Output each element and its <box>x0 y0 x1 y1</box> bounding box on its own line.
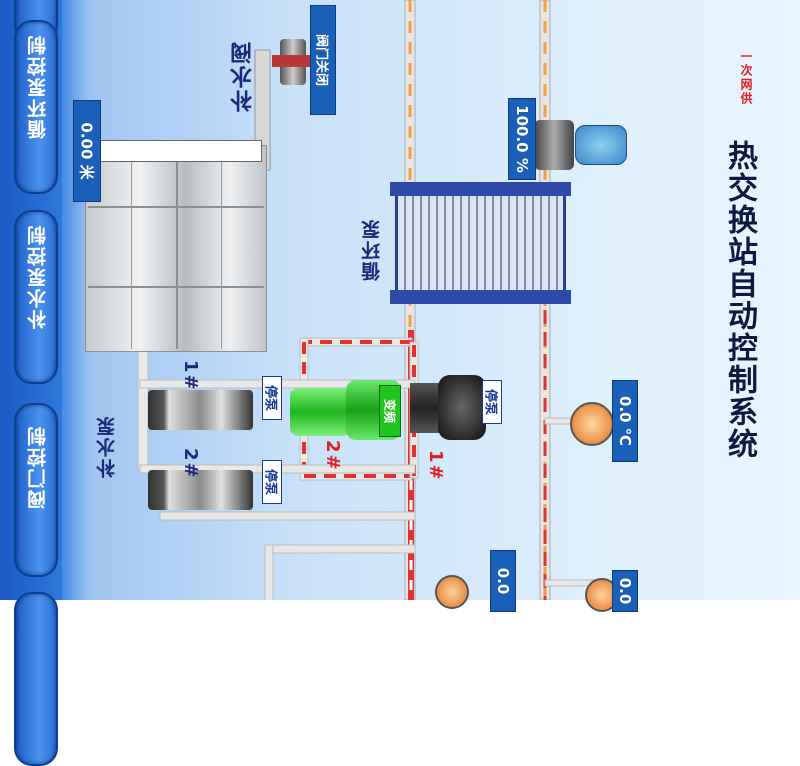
valve-status-text: 阀门关闭 <box>313 33 329 87</box>
control-valve[interactable] <box>534 120 574 170</box>
primary-network-label: 一次网供 <box>739 50 753 106</box>
pressure-readout-2: 0.0 <box>612 570 638 612</box>
valve-actuator <box>575 125 627 165</box>
tank-level-readout: 0.00 米 <box>73 100 101 202</box>
nav-button-bottom[interactable] <box>14 592 58 766</box>
makeup-pump-2-status[interactable]: 停泵 <box>262 460 282 504</box>
nav-button-circulation-pump[interactable]: 循环泵控制 <box>14 20 58 194</box>
plate-heat-exchanger <box>390 182 571 304</box>
pressure-value-1: 0.0 <box>494 567 512 595</box>
circulation-pump-1[interactable] <box>410 375 486 440</box>
valve-opening-readout: 100.0 % <box>508 98 536 180</box>
makeup-valve-label: 补水阀 <box>231 40 256 112</box>
tank-level-value: 0.00 米 <box>77 122 96 180</box>
circulation-pump-title: 循环泵 <box>361 218 383 281</box>
pressure-value-2: 0.0 <box>616 577 634 605</box>
makeup-pump-1-number: 1# <box>180 360 201 392</box>
makeup-pump-title: 补水泵 <box>96 415 118 478</box>
makeup-pump-1-status[interactable]: 停泵 <box>262 376 282 420</box>
page-title: 热交换站自动控制系统 <box>722 140 757 460</box>
valve-opening-value: 100.0 % <box>513 105 531 173</box>
temperature-value: 0.0 ℃ <box>616 396 634 446</box>
temperature-sensor <box>570 402 614 446</box>
water-tank <box>85 145 267 352</box>
circ-pump-1-status-text: 停泵 <box>482 388 498 416</box>
makeup-pump-2-status-text: 停泵 <box>262 468 278 496</box>
pressure-readout-1: 0.0 <box>490 550 516 612</box>
vfd-tag: 变频 <box>379 385 401 437</box>
circ-pump-1-status[interactable]: 停泵 <box>482 380 502 424</box>
tank-level-gauge <box>100 140 262 162</box>
makeup-pump-1-status-text: 停泵 <box>262 384 278 412</box>
makeup-valve[interactable] <box>272 35 314 90</box>
makeup-pump-2[interactable] <box>148 470 253 510</box>
pressure-sensor-left <box>435 575 469 609</box>
makeup-pump-2-number: 2# <box>180 448 201 480</box>
makeup-pump-1[interactable] <box>148 390 253 430</box>
valve-status-tag: 阀门关闭 <box>310 5 336 115</box>
circ-pump-1-number: 1# <box>425 450 446 482</box>
nav-button-makeup-pump[interactable]: 补水泵控制 <box>14 210 58 384</box>
circ-pump-2-number: 2# <box>322 440 343 472</box>
vfd-text: 变频 <box>382 398 397 424</box>
nav-button-valve[interactable]: 阀门控制 <box>14 403 58 577</box>
temperature-readout: 0.0 ℃ <box>612 380 638 462</box>
